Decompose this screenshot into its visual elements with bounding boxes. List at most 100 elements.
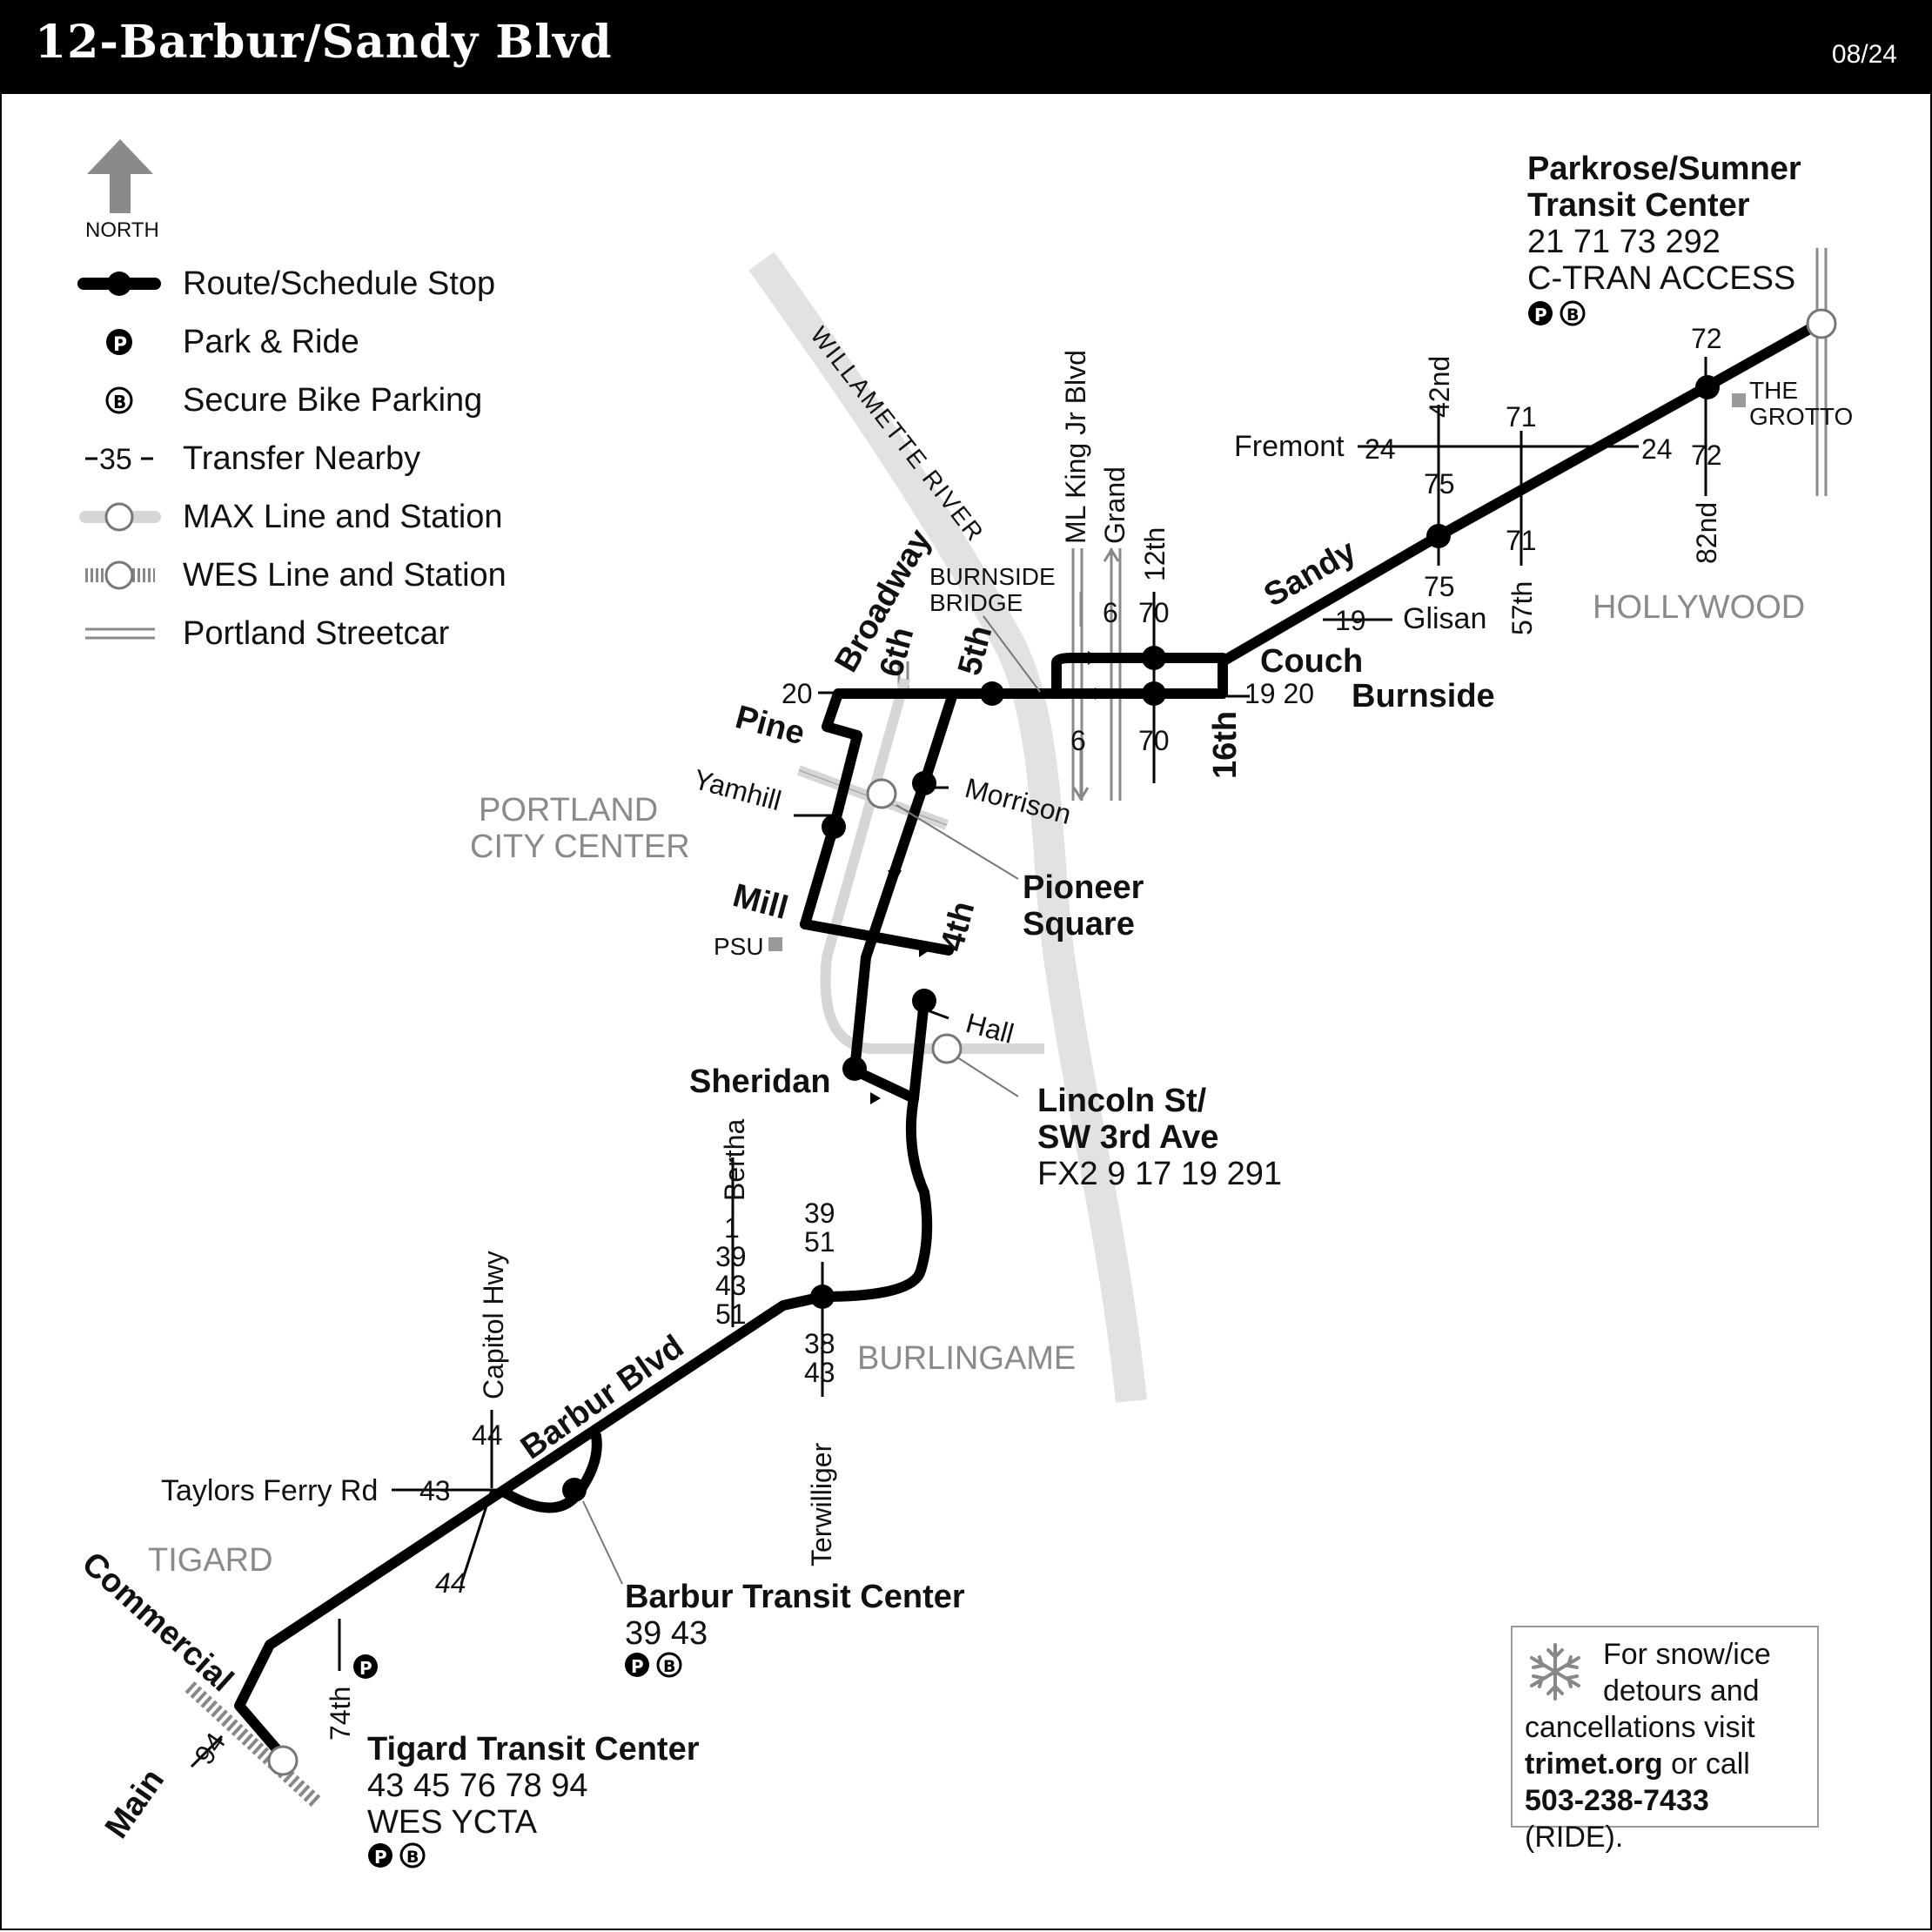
north-arrow-icon (87, 139, 153, 213)
transfer-6-south: 6 (1070, 725, 1086, 756)
barbur-tc-name: Barbur Transit Center (625, 1579, 965, 1615)
transfer-24-west: 24 (1365, 433, 1396, 465)
transfer-70-south: 70 (1138, 725, 1170, 756)
legend-wes: WES Line and Station (183, 557, 506, 594)
snow-ice-info-box: For snow/ice detours and cancellations v… (1511, 1626, 1819, 1854)
transfer-1: 1 (724, 1212, 740, 1244)
lincoln-routes: FX2 9 17 19 291 (1037, 1156, 1282, 1192)
svg-text:P: P (631, 1656, 644, 1677)
legend-park-ride: Park & Ride (183, 324, 359, 360)
street-16th: 16th (1207, 711, 1244, 779)
tigard-tc-routes: 43 45 76 78 94 (367, 1768, 588, 1804)
area-portland-1: PORTLAND (479, 792, 658, 828)
park-and-ride-icon (1528, 301, 1553, 325)
street-5th: 5th (951, 621, 999, 679)
transfer-19-20: 19 20 (1244, 678, 1314, 709)
transfer-43-south: 43 (804, 1357, 835, 1388)
lincoln-name-2: SW 3rd Ave (1037, 1119, 1218, 1156)
bike-parking-icon (1560, 300, 1586, 326)
area-hollywood: HOLLYWOOD (1593, 589, 1805, 626)
legend-route-stop: Route/Schedule Stop (183, 265, 495, 302)
tigard-tc-name: Tigard Transit Center (367, 1731, 700, 1768)
transfer-75-north: 75 (1424, 468, 1455, 500)
trimet-link[interactable]: trimet.org (1525, 1748, 1663, 1781)
snowflake-icon (1530, 1643, 1580, 1701)
transfer-numbers: 20 19 19 20 6 6 70 70 24 24 75 75 71 71 … (188, 323, 1721, 1770)
street-57th: 57th (1506, 581, 1538, 635)
transfer-38: 38 (804, 1328, 835, 1359)
area-tigard: TIGARD (148, 1542, 273, 1579)
max-stations (267, 308, 1837, 1776)
info-line-3: cancellations visit (1525, 1711, 1755, 1744)
svg-text:P: P (113, 334, 127, 356)
willamette-river (748, 252, 1147, 1403)
transfer-6-north: 6 (1103, 597, 1118, 628)
transfer-24-east: 24 (1641, 433, 1673, 465)
map-frame (0, 94, 1932, 1930)
ride-phone-number[interactable]: 503-238-7433 (1525, 1784, 1709, 1817)
route-stop-legend-icon (77, 272, 161, 296)
street-grand: Grand (1099, 466, 1130, 544)
street-main: Main (98, 1762, 171, 1845)
north-label: NORTH (85, 218, 159, 242)
legend-transfer-sample: 35 (99, 443, 132, 476)
station-barbur-tc: Barbur Transit Center 39 43 P B (582, 1500, 965, 1678)
bike-parking-icon (399, 1842, 426, 1868)
street-mill: Mill (729, 877, 792, 927)
station-tigard-tc: Tigard Transit Center 43 45 76 78 94 WES… (367, 1731, 700, 1868)
landmark-grotto-2: GROTTO (1749, 403, 1853, 430)
info-line-5: (RIDE). (1525, 1821, 1624, 1854)
grand-arrows (1072, 547, 1120, 802)
river-label: WILLAMETTE RIVER (805, 322, 989, 547)
transfer-71-south: 71 (1506, 525, 1537, 556)
area-portland-2: CITY CENTER (470, 828, 690, 865)
pioneer-name-1: Pioneer (1023, 869, 1144, 906)
svg-text:B: B (113, 392, 126, 413)
info-line-1: For snow/ice (1603, 1638, 1771, 1671)
street-couch: Couch (1260, 643, 1363, 680)
streetcar-lines (897, 248, 1828, 801)
station-parkrose: Parkrose/Sumner Transit Center 21 71 73 … (1527, 151, 1801, 326)
svg-text:P: P (374, 1847, 387, 1868)
landmark-psu: PSU (714, 933, 764, 960)
label-burnside-bridge-2: BRIDGE (929, 589, 1023, 616)
transfer-72-north: 72 (1691, 323, 1722, 354)
transfer-43-taylors: 43 (419, 1475, 451, 1506)
legend: NORTH Route/Schedule Stop P Park & Ride … (77, 139, 506, 652)
legend-streetcar: Portland Streetcar (183, 615, 450, 652)
transfer-44-north: 44 (472, 1419, 503, 1451)
park-and-ride-74th-icon (353, 1654, 378, 1679)
street-burnside: Burnside (1352, 678, 1495, 714)
legend-max: MAX Line and Station (183, 499, 503, 535)
park-and-ride-legend-icon: P (106, 329, 132, 356)
map-date: 08/24 (1831, 40, 1897, 69)
wes-line (184, 1681, 323, 1808)
transfer-legend-icon: 35 (85, 443, 153, 476)
street-hall: Hall (963, 1007, 1017, 1050)
transfer-39: 39 (715, 1241, 747, 1272)
wes-legend-icon (85, 560, 155, 590)
transfer-51: 51 (715, 1298, 747, 1330)
street-barbur-blvd: Barbur Blvd (514, 1328, 690, 1466)
pioneer-name-2: Square (1023, 906, 1135, 943)
header: 12-Barbur/Sandy Blvd 08/24 (0, 0, 1932, 94)
parkrose-extra: C-TRAN ACCESS (1527, 260, 1795, 297)
svg-text:P: P (1534, 305, 1547, 325)
street-sandy: Sandy (1258, 533, 1363, 614)
landmark-grotto-1: THE (1749, 377, 1798, 404)
parkrose-name-1: Parkrose/Sumner (1527, 151, 1801, 187)
street-fremont: Fremont (1234, 430, 1345, 463)
transfer-19: 19 (1335, 605, 1366, 636)
legend-bike-parking: Secure Bike Parking (183, 382, 482, 419)
lincoln-name-1: Lincoln St/ (1037, 1083, 1207, 1119)
street-yamhill: Yamhill (690, 763, 784, 816)
svg-text:B: B (663, 1657, 675, 1676)
transfer-71-north: 71 (1506, 401, 1537, 433)
legend-transfer: Transfer Nearby (183, 440, 420, 477)
street-74th: 74th (325, 1687, 356, 1741)
station-pioneer-square: Pioneer Square (896, 804, 1144, 943)
parkrose-routes: 21 71 73 292 (1527, 224, 1721, 260)
transfer-72-south: 72 (1691, 439, 1722, 471)
barbur-tc-routes: 39 43 (625, 1615, 708, 1652)
